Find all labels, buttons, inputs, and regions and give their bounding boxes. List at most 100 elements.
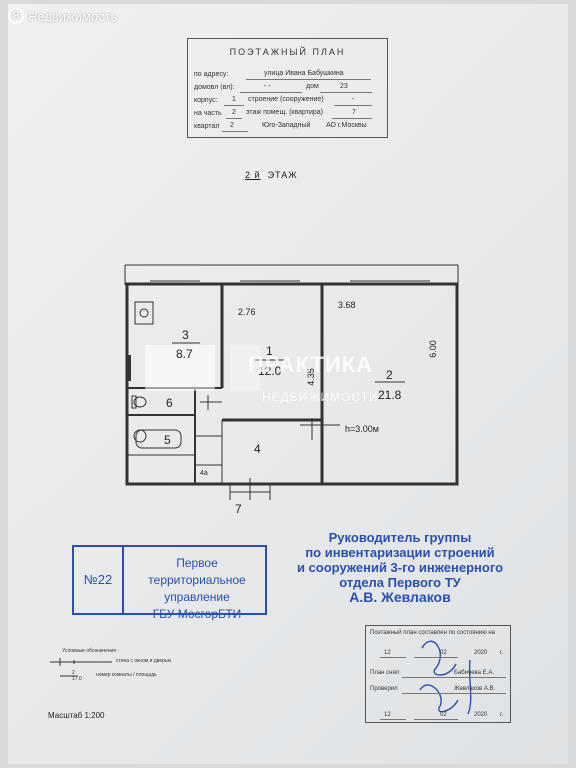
signoff-month1: 02: [440, 650, 447, 656]
dim-2-76: 2.76: [238, 307, 256, 317]
stroenie-line: [334, 97, 372, 106]
floor-word: ЭТАЖ: [267, 170, 298, 180]
dom-label: дом: [306, 83, 319, 90]
room-3-number: 3: [182, 328, 189, 342]
ceiling-height: h=3.00м: [345, 424, 379, 434]
chast-line: [226, 110, 242, 119]
room-4-number: 4: [254, 442, 261, 456]
snyal-label: План снял: [370, 670, 400, 676]
domovl-label: домовл (вл):: [194, 84, 235, 91]
month2-line: [414, 712, 458, 720]
legend-room-fraction: 2 17.0: [72, 670, 82, 682]
signoff-g2: г.: [500, 712, 504, 718]
room-3-area: 8.7: [176, 347, 193, 361]
watermark-logo-box: [145, 345, 215, 391]
floor-number: 2 й: [245, 170, 261, 180]
domovl-value: - -: [264, 83, 271, 90]
address-row: по адресу: улица Ивана Бабушкина: [194, 70, 381, 80]
signoff-g1: г.: [500, 650, 504, 656]
room-5-number: 5: [164, 433, 171, 447]
watermark-logo-block: [230, 345, 260, 391]
address-label: по адресу:: [194, 71, 229, 78]
stamp-line-1: Первое территориальное: [148, 556, 246, 587]
plan-walls: [124, 264, 459, 500]
room-7-number: 7: [235, 502, 242, 516]
signoff-year1: 2020: [474, 650, 488, 656]
address-line: [246, 71, 371, 80]
signature-icon: [419, 640, 472, 715]
proveril-line: [402, 686, 506, 694]
stroenie-label: строение (сооружение): [248, 96, 324, 103]
proveril-label: Проверил: [370, 686, 398, 692]
chast-row: на часть 2 этаж помещ. (квартира) 7: [194, 109, 381, 119]
kvartal-row: квартал 2 Юго-Западный АО г.Москвы: [194, 122, 381, 132]
snyal-line: [402, 670, 506, 678]
signoff-title: Поэтажный план составлен по состоянию на: [370, 630, 496, 636]
dim-3-68: 3.68: [338, 300, 356, 310]
address-value: улица Ивана Бабушкина: [264, 70, 344, 77]
snyal-value: Бабичева Е.А.: [454, 670, 494, 676]
chast-value: 2: [232, 109, 236, 116]
overlay-sub: НЕДВИЖИМОСТИ: [262, 390, 379, 404]
dom-line: [320, 84, 372, 93]
authority-line-4: отдела Первого ТУ: [339, 575, 461, 590]
watermark: Я Недвижимость: [8, 8, 117, 24]
domovl-line: [240, 84, 302, 93]
legend-title: Условные обозначения :: [62, 648, 119, 654]
legend-wall-label: стена с окном и дверью: [116, 658, 172, 664]
bti-stamp: №22 Первое территориальное управление ГБ…: [72, 545, 267, 621]
stamp-text: Первое территориальное управление ГБУ Мо…: [128, 555, 266, 623]
legend-lines: [50, 658, 112, 677]
room-fraction-lines: [172, 342, 405, 383]
yandex-logo-icon: Я: [8, 8, 24, 24]
stamp-line-2: управление: [164, 590, 230, 604]
kvartal-line: [222, 123, 248, 132]
authority-stamp: Руководитель группы по инвентаризации ст…: [285, 530, 515, 605]
room-1-area: 12.0: [258, 364, 282, 378]
stamp-line-3: ГБУ МосгорБТИ: [152, 607, 242, 621]
header-box: ПОЭТАЖНЫЙ ПЛАН по адресу: улица Ивана Ба…: [187, 38, 388, 138]
domovl-row: домовл (вл): - - дом 23: [194, 83, 381, 93]
district: Юго-Западный: [262, 122, 311, 129]
signoff-day1: 12: [384, 650, 391, 656]
korpus-line: [224, 97, 244, 106]
watermark-text: Недвижимость: [28, 8, 118, 24]
etazh-value: 7: [352, 109, 356, 116]
signoff-box: Поэтажный план составлен по состоянию на…: [365, 625, 511, 723]
korpus-row: корпус: 1 строение (сооружение) -: [194, 96, 381, 106]
etazh-label: этаж помещ. (квартира): [246, 109, 324, 116]
authority-line-3: и сооружений 3-го инженерного: [296, 560, 504, 575]
dim-6-00: 6.00: [427, 340, 438, 358]
ao: АО г.Москвы: [326, 122, 367, 129]
signoff-year2: 2020: [474, 712, 488, 718]
legend-room-label: номер комнаты / площадь: [96, 672, 157, 678]
stroenie-value: -: [352, 96, 355, 103]
month1-line: [414, 650, 458, 658]
authority-name: А.В. Жевлаков: [349, 589, 451, 605]
korpus-label: корпус:: [194, 97, 218, 104]
proveril-value: Жевлахов А.В.: [454, 686, 496, 692]
authority-line-1: Руководитель группы: [328, 530, 472, 545]
signoff-day2: 12: [384, 712, 391, 718]
korpus-value: 1: [232, 96, 236, 103]
floor-label: 2 й ЭТАЖ: [245, 170, 298, 180]
stamp-number: №22: [74, 547, 124, 613]
overlay-brand: ПРАКТИКА: [248, 352, 373, 377]
room-6-number: 6: [166, 396, 173, 410]
scale: Масштаб 1:200: [48, 711, 105, 720]
room-2-number: 2: [386, 368, 393, 382]
room-2-area: 21.8: [378, 388, 402, 402]
plan-title: ПОЭТАЖНЫЙ ПЛАН: [229, 47, 346, 57]
document-sheet: [8, 4, 568, 764]
dom-value: 23: [340, 83, 348, 90]
kvartal-label: квартал: [194, 123, 220, 130]
signoff-month2: 02: [440, 712, 447, 718]
legend: Условные обозначения : стена с окном и д…: [62, 648, 171, 682]
authority-line-2: по инвентаризации строений: [305, 545, 495, 560]
kvartal-value: 2: [230, 122, 234, 129]
room-4a-label: 4а: [200, 470, 208, 477]
chast-label: на часть: [194, 110, 222, 117]
day2-line: [380, 712, 406, 720]
room-1-number: 1: [266, 344, 273, 358]
